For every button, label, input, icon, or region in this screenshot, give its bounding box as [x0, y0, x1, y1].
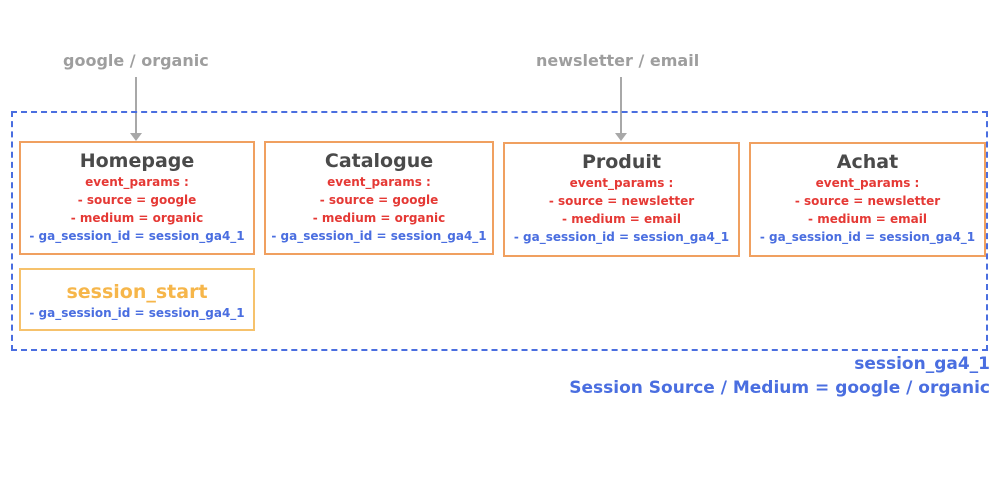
event-box-homepage: Homepage event_params : - source = googl… [19, 141, 255, 255]
event-medium-param: - medium = organic [312, 211, 446, 225]
event-session-id-param: - ga_session_id = session_ga4_1 [271, 229, 487, 243]
event-source-param: - source = newsletter [794, 194, 941, 208]
source-label-google-organic: google / organic [63, 51, 209, 70]
event-session-id-param: - ga_session_id = session_ga4_1 [513, 230, 730, 244]
event-medium-param: - medium = organic [70, 211, 204, 225]
event-box-catalogue: Catalogue event_params : - source = goog… [264, 141, 494, 255]
session-frame [11, 111, 988, 351]
event-medium-param: - medium = email [562, 212, 681, 226]
event-source-param: - source = newsletter [548, 194, 695, 208]
event-title: Catalogue [324, 150, 434, 172]
session-attribution-caption: Session Source / Medium = google / organ… [569, 378, 990, 398]
source-label-newsletter-email: newsletter / email [536, 51, 700, 70]
event-source-param: - source = google [77, 193, 197, 207]
event-medium-param: - medium = email [808, 212, 927, 226]
event-session-id-param: - ga_session_id = session_ga4_1 [759, 230, 976, 244]
event-params-heading: event_params : [815, 176, 920, 190]
event-title: Produit [581, 151, 662, 173]
arrow-head-icon [615, 133, 627, 141]
event-source-param: - source = google [319, 193, 439, 207]
event-box-produit: Produit event_params : - source = newsle… [503, 142, 740, 257]
event-box-achat: Achat event_params : - source = newslett… [749, 142, 986, 257]
event-title: Homepage [79, 150, 195, 172]
event-params-heading: event_params : [327, 175, 431, 189]
event-session-id-param: - ga_session_id = session_ga4_1 [29, 229, 245, 243]
event-params-heading: event_params : [569, 176, 674, 190]
arrow-newsletter-email [615, 77, 627, 141]
event-title: session_start [66, 281, 208, 303]
event-session-id-param: - ga_session_id = session_ga4_1 [29, 306, 245, 320]
event-box-session-start: session_start - ga_session_id = session_… [19, 268, 255, 331]
arrow-head-icon [130, 133, 142, 141]
event-title: Achat [836, 151, 899, 173]
event-params-heading: event_params : [85, 175, 189, 189]
arrow-google-organic [130, 77, 142, 141]
session-id-caption: session_ga4_1 [854, 354, 990, 374]
